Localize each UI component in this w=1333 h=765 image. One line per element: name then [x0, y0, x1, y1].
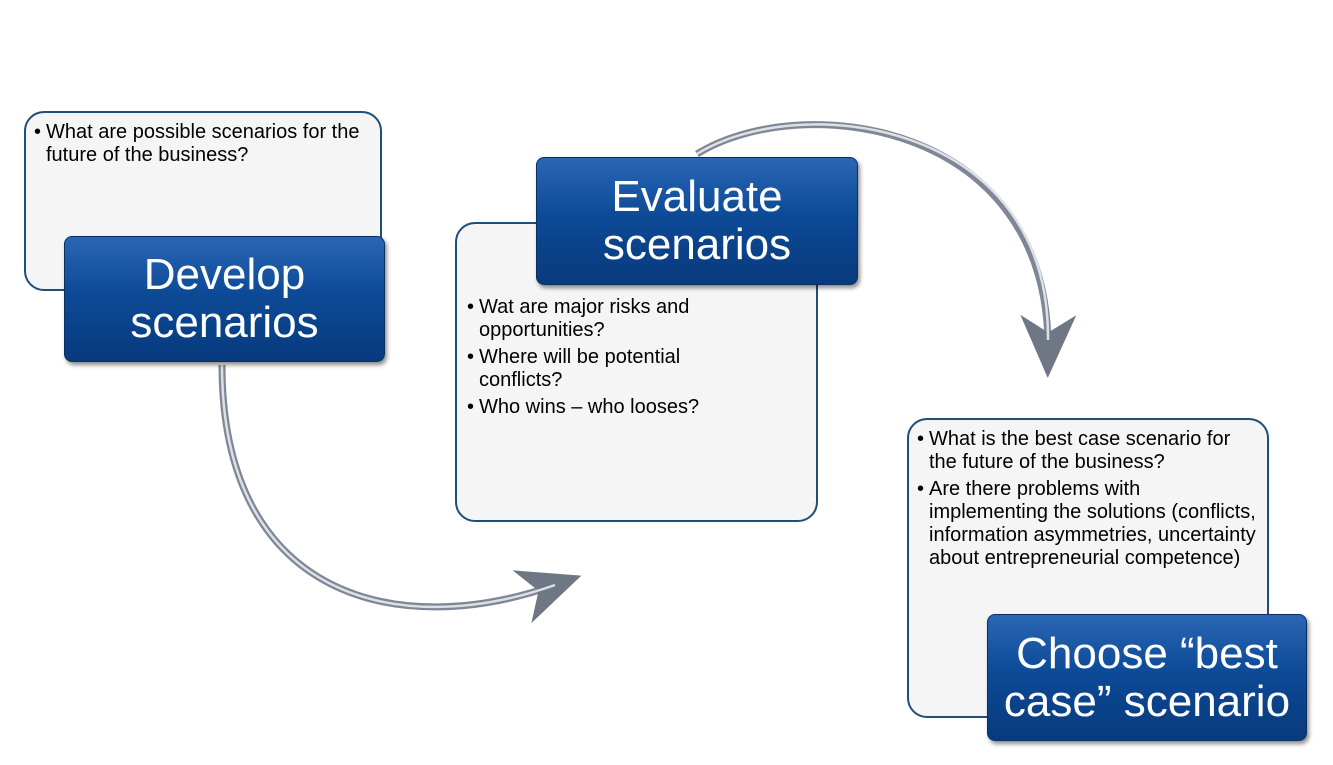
develop-bullet-1: What are possible scenarios for the futu… [34, 121, 370, 167]
evaluate-scenarios-step: Evaluate scenarios [536, 157, 858, 285]
evaluate-bullet-2: Where will be potential conflicts? [467, 346, 739, 392]
develop-title-line-2: scenarios [130, 298, 319, 347]
choose-best-case-step: Choose “best case” scenario [987, 614, 1307, 741]
develop-title-line-1: Develop [143, 250, 306, 299]
evaluate-bullet-3: Who wins – who looses? [467, 396, 806, 419]
choose-bullet-1: What is the best case scenario for the f… [917, 428, 1257, 474]
choose-title-line-2: case” scenario [1003, 676, 1291, 726]
choose-title-line-1: Choose “best [1016, 628, 1278, 678]
evaluate-title-line-1: Evaluate [611, 172, 783, 221]
develop-scenarios-step: Develop scenarios [64, 236, 385, 362]
evaluate-title-line-2: scenarios [602, 220, 792, 269]
choose-bullet-2: Are there problems with implementing the… [917, 478, 1257, 570]
evaluate-bullet-1: Wat are major risks and opportunities? [467, 296, 739, 342]
